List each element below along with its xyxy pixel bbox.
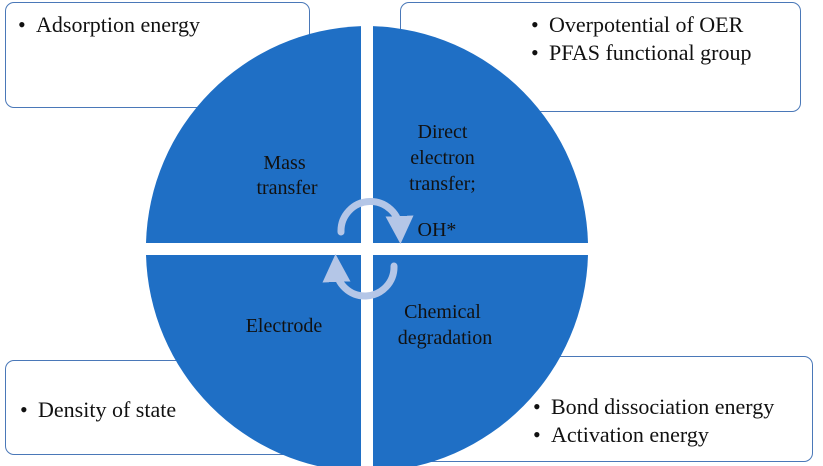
callout-item: Adsorption energy: [16, 11, 299, 39]
quadrant-label-bottom-left: Electrode: [246, 315, 323, 337]
quadrant-top-right: [373, 26, 588, 243]
callout-list: Density of state: [18, 396, 347, 424]
callout-item: Bond dissociation energy: [531, 393, 802, 421]
cycle-arrow-upper-icon: [337, 198, 414, 244]
quadrant-bottom-right: [373, 255, 588, 466]
callout-item: Density of state: [18, 396, 347, 424]
quadrant-label-top-left: Mass transfer: [256, 152, 317, 199]
callout-list: Overpotential of OER PFAS functional gro…: [529, 11, 790, 67]
quadrant-top-left: [146, 26, 361, 243]
callout-item: Activation energy: [531, 421, 802, 449]
cycle-arrow-lower-icon: [322, 254, 398, 300]
quadrant-label-bottom-right: Chemical degradation: [398, 301, 492, 349]
quadrant-bottom-left: [146, 255, 361, 466]
callout-item: Overpotential of OER: [529, 11, 790, 39]
callout-item: PFAS functional group: [529, 39, 790, 67]
quadrant-label-top-right: Direct electron transfer; OH*: [409, 121, 481, 241]
callout-list: Adsorption energy: [16, 11, 299, 39]
callout-list: Bond dissociation energy Activation ener…: [531, 393, 802, 449]
